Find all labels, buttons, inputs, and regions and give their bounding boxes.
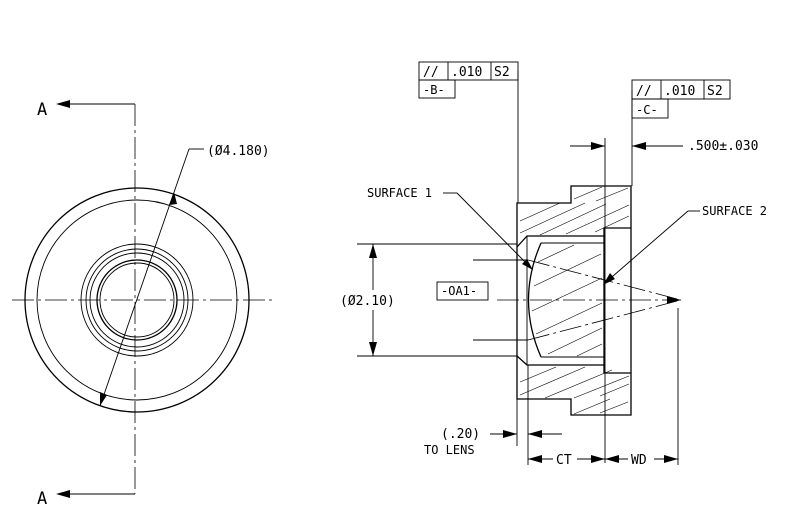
diameter-leader xyxy=(99,148,190,407)
wd-label: WD xyxy=(631,453,647,468)
section-arrow-bottom-head xyxy=(56,490,70,498)
diameter-arrow-top xyxy=(169,192,177,205)
bore-circle-2 xyxy=(85,248,189,352)
front-diameter-label: (Ø4.180) xyxy=(207,144,270,159)
surface-2-arrow xyxy=(603,273,615,285)
fcf-c-modifier: S2 xyxy=(707,84,723,99)
thickness-arrow-right xyxy=(632,142,646,150)
section-view xyxy=(473,185,682,416)
hatch-lens xyxy=(531,244,603,357)
lens-offset-arrow-right xyxy=(528,430,542,438)
ray-lower xyxy=(527,299,682,341)
lens-offset-note: TO LENS xyxy=(424,443,475,457)
aperture-diameter-label: (Ø2.10) xyxy=(340,294,395,309)
focal-arrow xyxy=(667,296,681,304)
surface-2-leader xyxy=(604,210,689,284)
fcf-c-datum: -C- xyxy=(636,103,658,117)
ray-upper xyxy=(527,259,682,301)
aperture-arrow-top xyxy=(369,244,377,258)
ct-label: CT xyxy=(556,453,572,468)
aperture-label-bg xyxy=(339,290,407,310)
thickness-arrow-left xyxy=(591,142,605,150)
datum-a-frame xyxy=(436,281,489,301)
fcf-b-datum: -B- xyxy=(423,83,445,97)
surface-1-arrow xyxy=(522,259,533,270)
hatch-bottom-wall xyxy=(519,366,630,415)
hatch-top-wall xyxy=(519,186,630,236)
lens-offset-arrow-left xyxy=(503,430,517,438)
section-mark-top: A xyxy=(37,100,47,120)
ct-arrow-left xyxy=(528,455,542,463)
section-arrow-top-head xyxy=(56,100,70,108)
surface-1-leader xyxy=(456,192,532,269)
aperture-arrow-bottom xyxy=(369,342,377,356)
ct-arrow-right xyxy=(591,455,605,463)
surface-1-label: SURFACE 1 xyxy=(367,186,432,200)
lens-circle xyxy=(96,259,178,341)
fcf-b-tolerance: .010 xyxy=(451,65,482,80)
fcf-c-tolerance: .010 xyxy=(664,84,695,99)
bore-outline xyxy=(516,227,631,374)
datum-a-label: -OA1- xyxy=(441,284,477,298)
fcf-b-modifier: S2 xyxy=(494,65,510,80)
lens-inner-circle xyxy=(99,262,175,338)
bore-circle-1 xyxy=(80,243,194,357)
surface-2-label: SURFACE 2 xyxy=(702,204,767,218)
lens-offset-label: (.20) xyxy=(441,427,480,442)
housing-outline xyxy=(516,185,632,416)
front-view: A A (Ø4.180) xyxy=(12,100,272,509)
fcf-b-symbol: // xyxy=(423,65,439,80)
fcf-c: // .010 S2 -C- xyxy=(631,79,731,186)
section-mark-bottom: A xyxy=(37,489,47,509)
bore-circle-3 xyxy=(89,252,185,348)
wd-arrow-left xyxy=(605,455,619,463)
outer-circle xyxy=(24,187,250,413)
thickness-label: .500±.030 xyxy=(688,139,758,154)
ct-label-bg xyxy=(553,451,577,467)
fcf-b: // .010 S2 -B- xyxy=(418,61,519,203)
flange-circle xyxy=(36,199,238,401)
dimensions: (Ø2.10) -OA1- SURFACE 1 SURFACE 2 // .01… xyxy=(339,61,767,468)
diameter-arrow-bottom xyxy=(100,392,107,406)
fcf-c-symbol: // xyxy=(636,84,652,99)
lens-surface-1 xyxy=(527,242,542,358)
wd-label-bg xyxy=(628,451,654,467)
wd-arrow-right xyxy=(664,455,678,463)
